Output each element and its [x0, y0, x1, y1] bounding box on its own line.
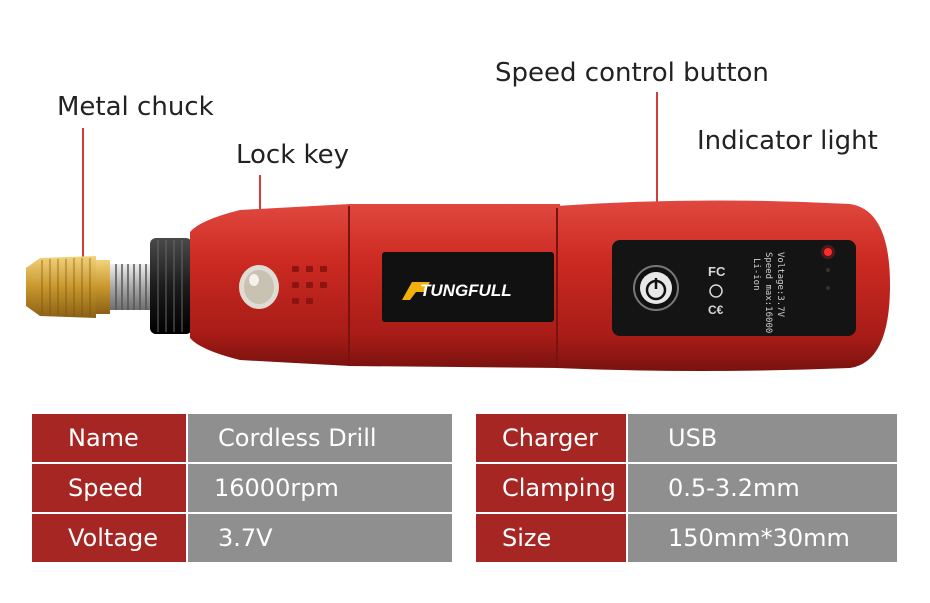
callout-metal-chuck: Metal chuck [57, 92, 214, 122]
brand-badge [382, 252, 554, 322]
leader-speed-control [656, 92, 658, 276]
black-nut [150, 238, 192, 334]
callout-speed-control: Speed control button [495, 58, 769, 88]
spec-label: Name [31, 413, 187, 463]
threaded-collar [110, 264, 152, 310]
fc-mark-icon: FC [708, 264, 726, 279]
table-row: Charger USB [475, 413, 898, 463]
svg-text:Voltage:3.7V: Voltage:3.7V [775, 252, 785, 318]
table-row: Name Cordless Drill [31, 413, 453, 463]
vent-holes [292, 266, 327, 304]
spec-table-right: Charger USB Clamping 0.5-3.2mm Size 150m… [475, 413, 898, 563]
spec-label: Size [475, 513, 627, 563]
callout-lock-key: Lock key [236, 140, 350, 170]
spec-value: 3.7V [187, 513, 453, 563]
spec-value: USB [627, 413, 898, 463]
table-row: Size 150mm*30mm [475, 513, 898, 563]
brand-logo-icon [402, 282, 430, 300]
table-row: Speed 16000rpm [31, 463, 453, 513]
ce-mark-icon: C€ [708, 303, 724, 317]
drill-illustration: TUNGFULL FC C€ Voltage:3.7V Speed max:16… [26, 200, 890, 371]
leader-metal-chuck [82, 128, 84, 258]
spec-value: 150mm*30mm [627, 513, 898, 563]
control-panel [612, 240, 856, 336]
panel-spec-text: Voltage:3.7V Speed max:16000 Li-ion [751, 252, 785, 333]
svg-text:Speed max:16000: Speed max:16000 [763, 252, 773, 333]
svg-text:Li-ion: Li-ion [751, 258, 761, 291]
rohs-mark-icon [709, 284, 723, 298]
table-row: Clamping 0.5-3.2mm [475, 463, 898, 513]
brand-name: TUNGFULL [420, 281, 512, 300]
spec-value: Cordless Drill [187, 413, 453, 463]
callout-indicator-light: Indicator light [697, 126, 878, 156]
indicator-light [824, 248, 832, 256]
metal-chuck [26, 256, 96, 318]
spec-label: Voltage [31, 513, 187, 563]
spec-label: Charger [475, 413, 627, 463]
spec-table-left: Name Cordless Drill Speed 16000rpm Volta… [31, 413, 453, 563]
spec-label: Speed [31, 463, 187, 513]
spec-value: 0.5-3.2mm [627, 463, 898, 513]
spec-label: Clamping [475, 463, 627, 513]
spec-value: 16000rpm [187, 463, 453, 513]
table-row: Voltage 3.7V [31, 513, 453, 563]
